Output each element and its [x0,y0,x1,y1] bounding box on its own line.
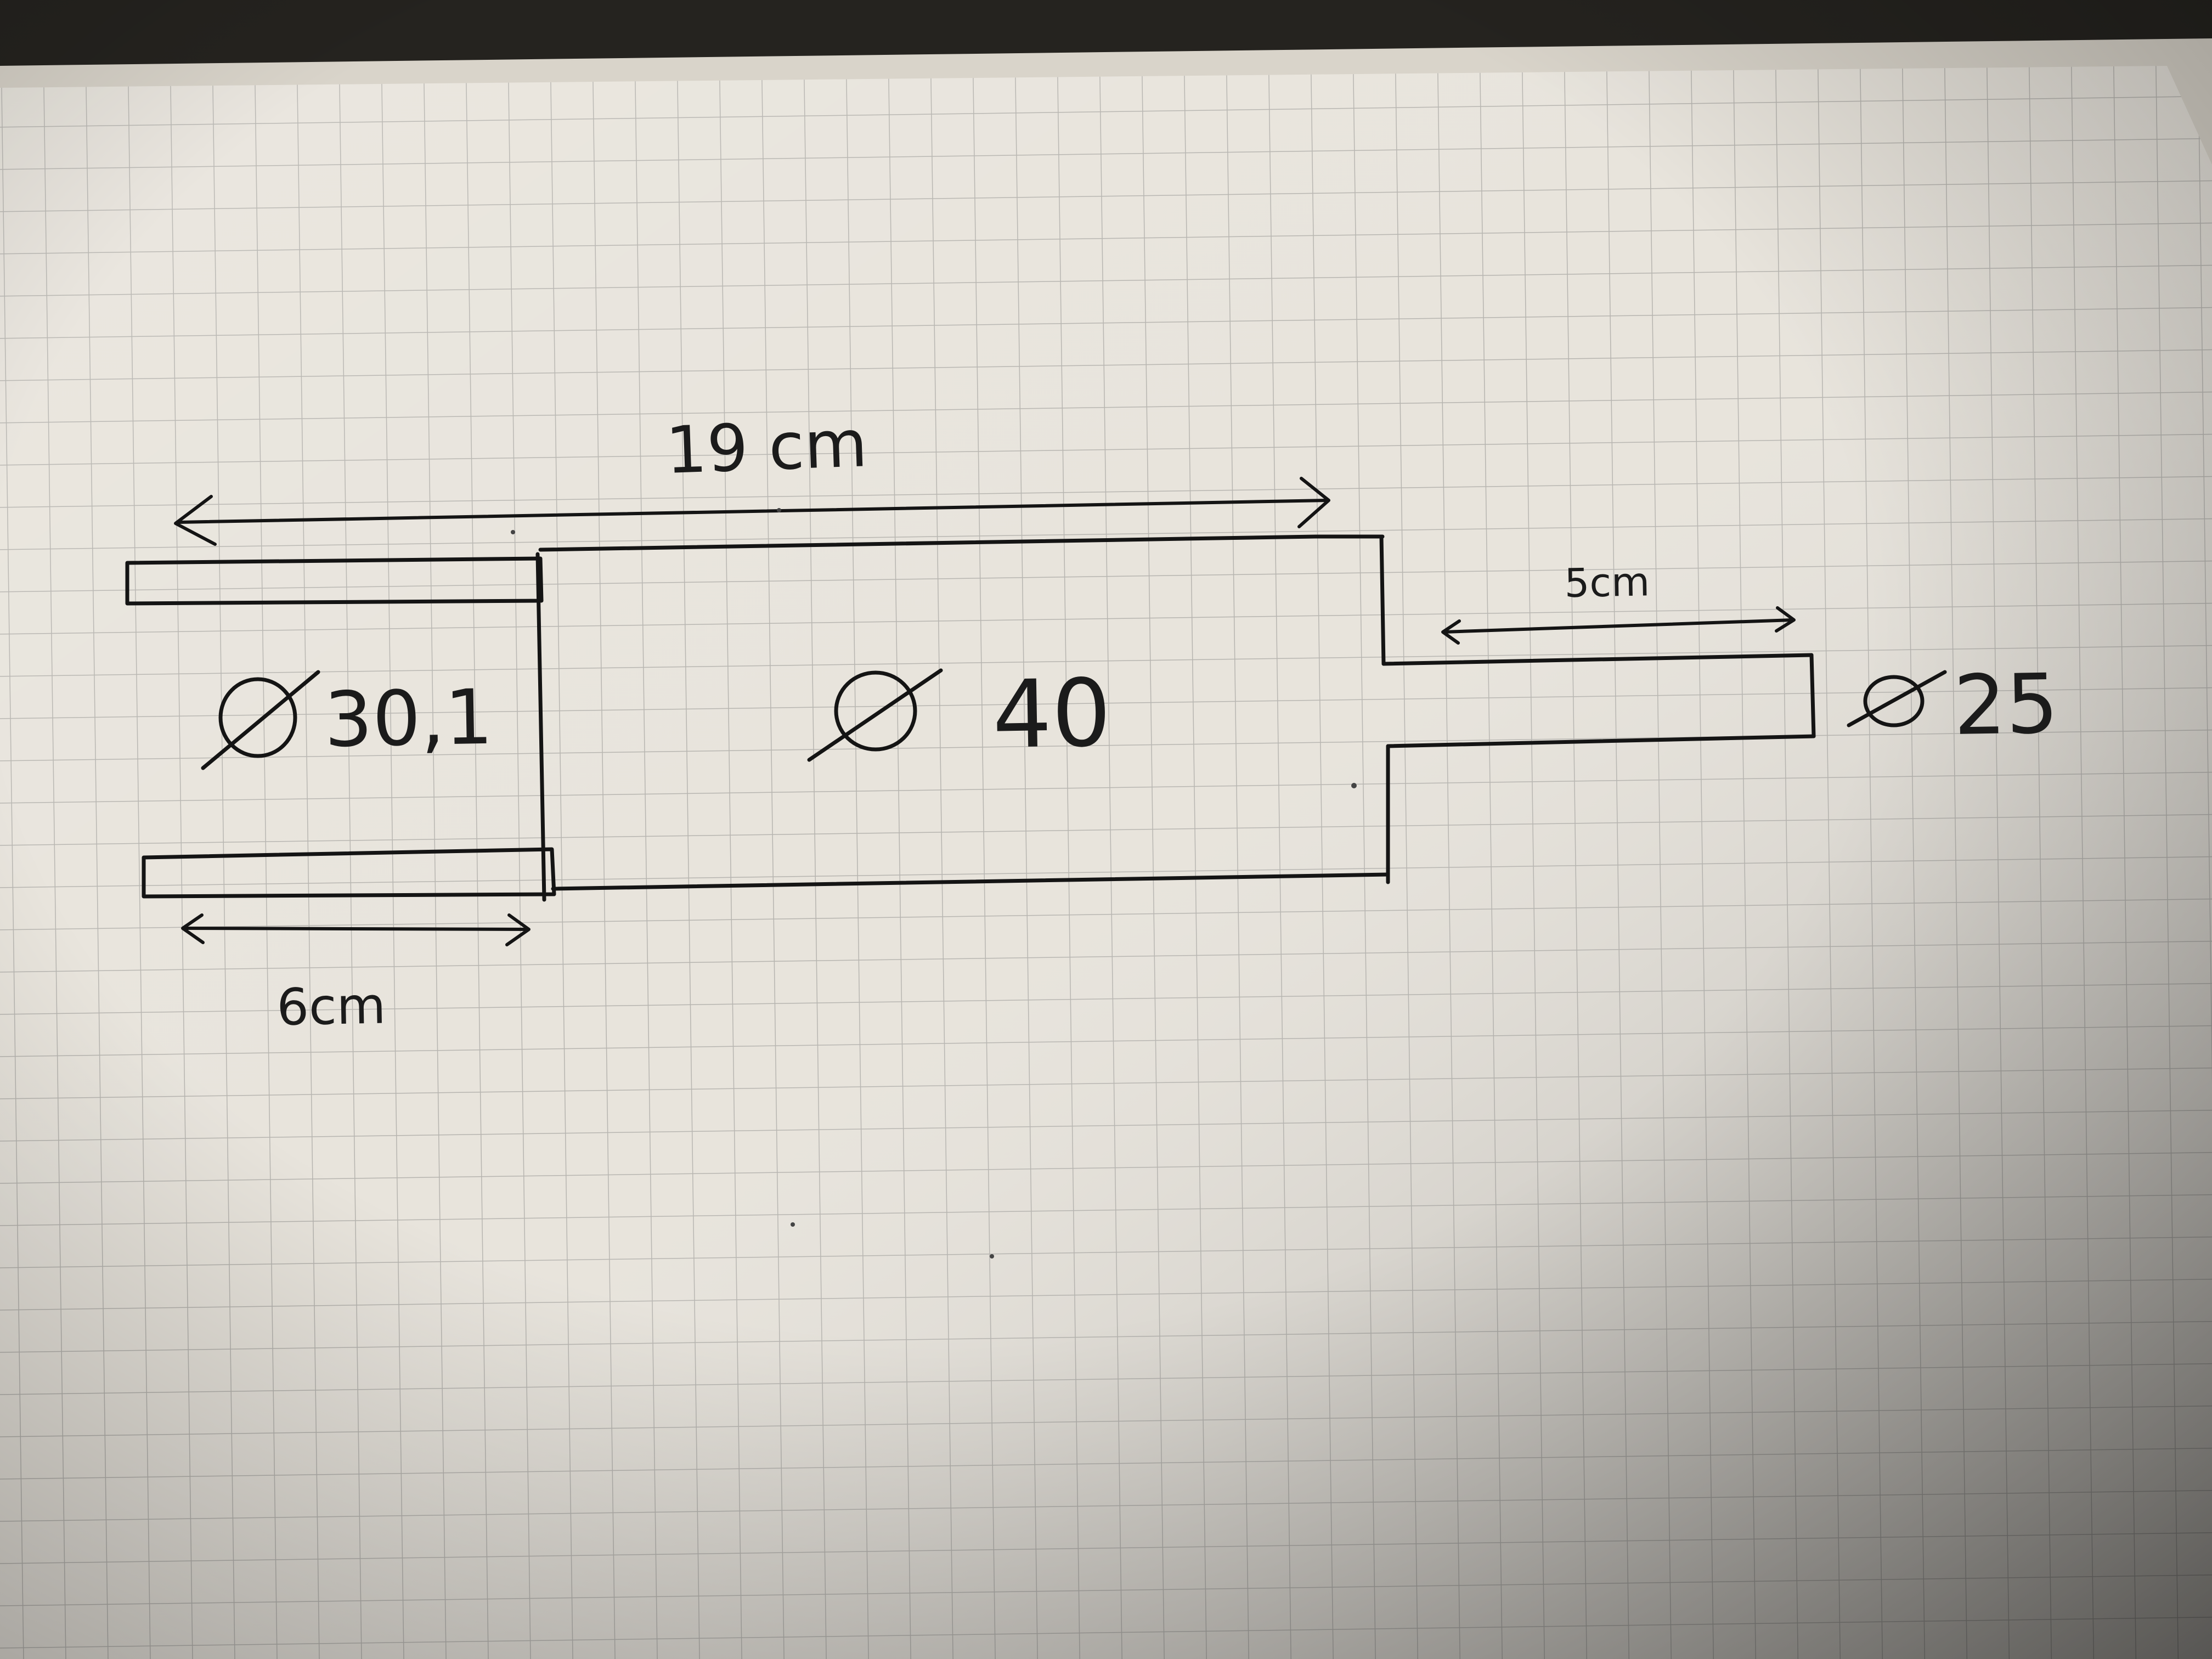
diameter-symbols [201,668,1947,770]
shaft-bottom-edge [1386,734,1816,748]
stray-marks [511,508,1357,1259]
overall-dimension-line [177,499,1329,524]
diameter-symbol-left [201,670,320,770]
right-arrow-left [1441,619,1461,645]
middle-diameter-label: 40 [991,659,1112,770]
overall-arrow-right [1297,477,1330,528]
left-dimension-line [182,927,529,931]
body-top-edge [538,534,1385,552]
right-length-label: 5cm [1564,558,1650,606]
overall-arrow-left [174,495,217,546]
right-diameter-label: 25 [1953,657,2059,754]
left-lower-wall [142,847,556,899]
shaft-top-edge [1381,653,1814,666]
right-dimension-line [1442,618,1795,634]
diameter-symbol-middle [807,668,943,762]
shaft-end [1809,653,1816,738]
part-outline [125,534,1816,902]
overall-length-label: 19 cm [664,405,868,488]
bore-bottom-line [535,552,546,902]
dimension-lines [174,477,1796,946]
left-arrow-left [181,913,205,944]
diameter-symbol-right [1847,670,1947,727]
left-length-label: 6cm [276,977,387,1037]
step-upper [1379,534,1386,666]
left-diameter-label: 30,1 [324,673,494,764]
left-arrow-right [505,913,531,946]
right-arrow-right [1775,606,1796,633]
left-upper-wall [125,556,544,606]
body-bottom-edge [551,872,1390,891]
